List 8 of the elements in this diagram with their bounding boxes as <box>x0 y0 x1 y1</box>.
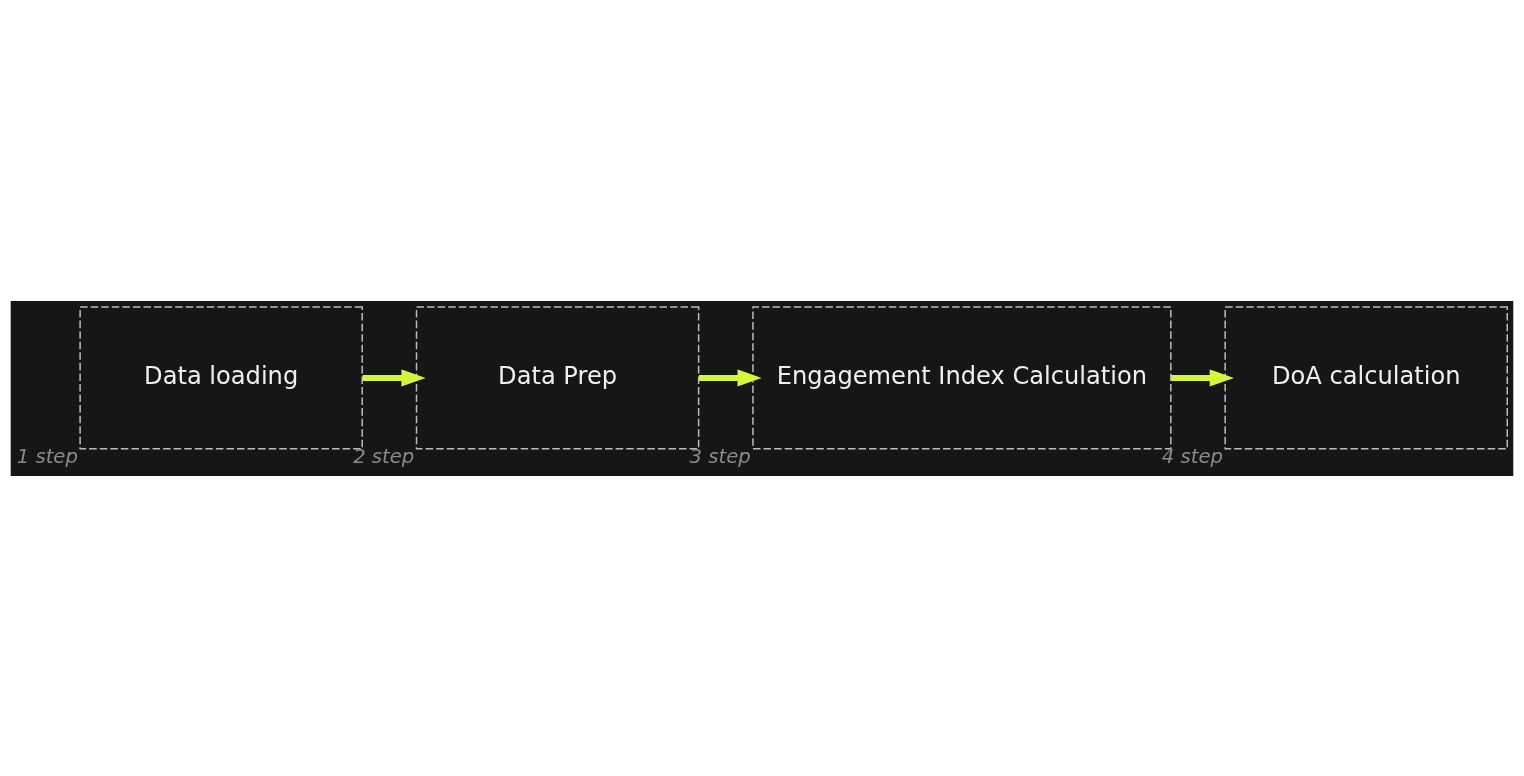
node-box: Data loading <box>79 305 363 450</box>
arrow <box>362 368 426 386</box>
node-box: Engagement Index Calculation <box>752 305 1172 450</box>
node-box: DoA calculation <box>1224 305 1508 450</box>
node-label: 1 step <box>16 444 78 468</box>
arrow <box>1171 368 1234 386</box>
node-box: Data Prep <box>415 305 700 450</box>
arrow <box>698 368 762 386</box>
